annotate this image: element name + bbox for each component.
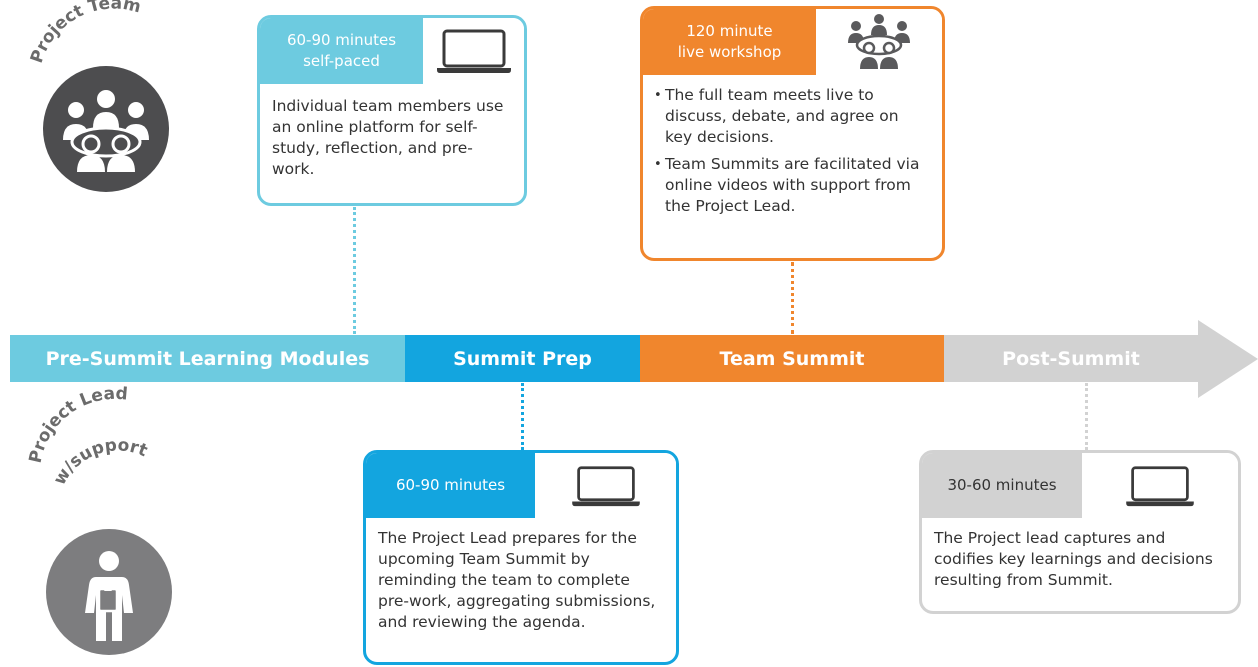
summit-prep-description: The Project Lead prepares for the upcomi… bbox=[378, 529, 656, 631]
team-summit-duration: 120 minute live workshop bbox=[643, 9, 816, 75]
svg-text:Project Team: Project Team bbox=[27, 0, 143, 66]
project-team-avatar bbox=[43, 66, 169, 192]
phase-team-summit: Team Summit bbox=[640, 335, 944, 382]
meeting-group-icon bbox=[848, 14, 910, 69]
summit-prep-card: 60-90 minutes The Project Lead prepares … bbox=[363, 450, 679, 665]
laptop-icon bbox=[571, 465, 640, 506]
svg-text:w/support: w/support bbox=[50, 435, 151, 488]
pre-summit-connector bbox=[353, 207, 356, 334]
summit-prep-duration: 60-90 minutes bbox=[366, 453, 535, 518]
timeline-arrowhead bbox=[1198, 320, 1258, 398]
phase-summit-prep: Summit Prep bbox=[405, 335, 640, 382]
meeting-group-icon bbox=[63, 90, 149, 172]
laptop-icon bbox=[1126, 465, 1194, 506]
team-summit-description: The full team meets live to discuss, deb… bbox=[643, 75, 942, 231]
person-clipboard-icon bbox=[85, 551, 133, 641]
bullet-item: Team Summits are facilitated via online … bbox=[654, 154, 930, 217]
pre-summit-duration: 60-90 minutes self-paced bbox=[260, 18, 423, 84]
pre-summit-card: 60-90 minutes self-paced Individual team… bbox=[257, 15, 527, 206]
persona-title-project-team: Project Team bbox=[27, 0, 143, 66]
project-lead-avatar bbox=[46, 529, 172, 655]
post-summit-card: 30-60 minutes The Project lead captures … bbox=[919, 450, 1241, 614]
pre-summit-description: Individual team members use an online pl… bbox=[272, 97, 504, 178]
phase-pre-summit-learning-modules: Pre-Summit Learning Modules bbox=[10, 335, 405, 382]
phase-post-summit: Post-Summit bbox=[944, 335, 1198, 382]
post-summit-connector bbox=[1085, 383, 1088, 450]
team-summit-card: 120 minute live workshop bbox=[640, 6, 945, 261]
post-summit-duration: 30-60 minutes bbox=[922, 453, 1082, 518]
laptop-icon bbox=[436, 29, 511, 73]
bullet-item: The full team meets live to discuss, deb… bbox=[654, 85, 930, 148]
summit-prep-connector bbox=[521, 383, 524, 450]
team-summit-connector bbox=[791, 262, 794, 334]
post-summit-description: The Project lead captures and codifies k… bbox=[934, 529, 1213, 589]
